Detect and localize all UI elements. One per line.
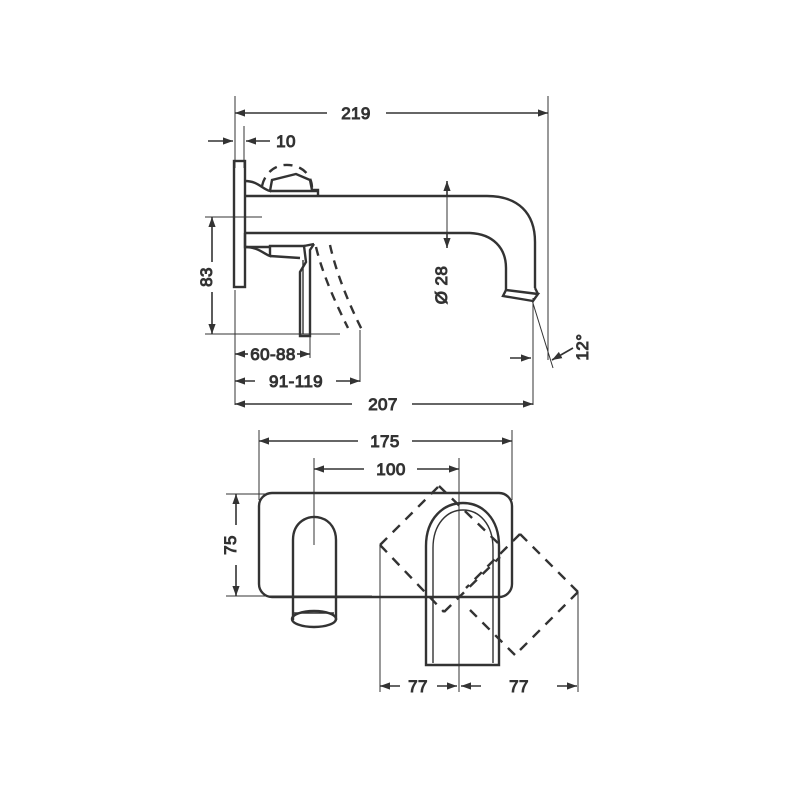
spout-outer-curve: [486, 194, 537, 288]
dimension-angle-12: [510, 347, 574, 362]
swivel-right-top-dashed: [465, 533, 521, 589]
handle-base-upper: [244, 172, 320, 196]
faucet-side-view-body: [232, 159, 541, 338]
swivel-left-top-dashed: [438, 485, 501, 546]
dimension-label-91-119: 91-119: [269, 372, 323, 391]
dimension-label-60-88: 60-88: [250, 345, 295, 364]
handle-swing-arc-dashed-2: [328, 244, 364, 331]
dimension-label-angle-12: 12°: [573, 334, 592, 361]
dimension-label-77-right: 77: [509, 677, 529, 696]
dimension-label-83: 83: [197, 267, 216, 287]
dimension-label-219: 219: [341, 104, 371, 123]
handle-swing-dashed-side: [260, 163, 364, 331]
dimension-label-75: 75: [221, 535, 240, 555]
handle-lever-front: [424, 501, 501, 667]
handle-lever-inner-line: [432, 509, 494, 663]
swivel-left-lower-dashed: [379, 485, 440, 546]
faucet-front-view-body: [257, 491, 514, 667]
dimension-label-10: 10: [276, 132, 296, 151]
handle-base-lower-detail2: [303, 242, 315, 248]
dimension-label-100: 100: [376, 460, 406, 479]
handle-swing-arc-dashed-1: [314, 246, 350, 329]
dimension-label-175: 175: [370, 432, 400, 451]
handle-swivel-dashed-front: [379, 485, 579, 656]
dimension-label-diameter-28: Ø 28: [432, 266, 451, 304]
spout-barrel-front: [291, 515, 338, 620]
swivel-left-upper-dashed: [379, 544, 445, 613]
swivel-right-upper-dashed: [519, 533, 579, 593]
dimension-label-77-left: 77: [408, 677, 428, 696]
spout-outlet-edge: [533, 287, 540, 295]
spout-outlet-aerator: [501, 288, 541, 303]
handle-up-position-dashed: [260, 163, 314, 189]
swivel-left-bottom-dashed: [443, 556, 501, 613]
handle-base-lower-detail: [269, 254, 301, 260]
swivel-right-lower-dashed: [514, 591, 579, 656]
dimension-label-207: 207: [368, 395, 398, 414]
wall-plate-front: [257, 491, 514, 599]
wall-plate-side: [232, 159, 247, 289]
spout-inner-curve: [469, 231, 508, 290]
spout-outlet-rim: [290, 609, 338, 629]
